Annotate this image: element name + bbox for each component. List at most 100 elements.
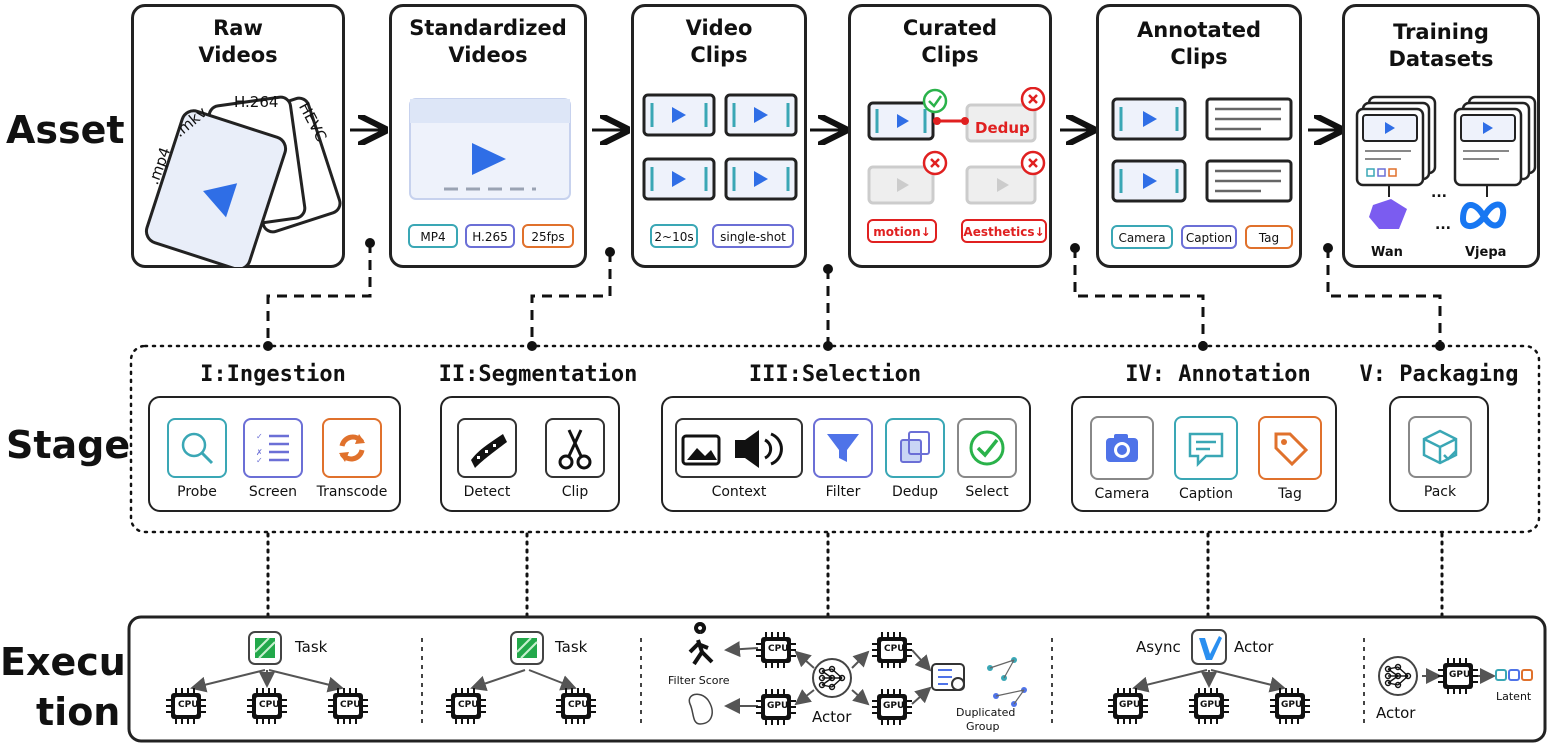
cpu-chip: CPU [178,700,199,710]
tool-probe: Probe [162,418,232,500]
model-vjepa: Vjepa [1465,245,1507,260]
refresh-icon [322,418,382,478]
tool-label: Caption [1178,486,1234,502]
stage-segmentation-box: Detect Clip [440,396,620,512]
stage-selection-box: Context Filter Dedup Select [661,396,1031,512]
actor-label: Actor [1234,638,1274,656]
gpu-chip: GPU [1119,700,1141,710]
stage-title-annotation: IV: Annotation [1125,362,1311,387]
tool-transcode: Transcode [310,418,394,500]
asset-curated-clips: Curated Clips Dedup motion↓ Aesthetics↓ [848,4,1052,268]
asset-title-2: Videos [198,43,278,67]
task-label: Task [555,638,588,656]
check-circle-icon [957,418,1017,478]
clip-grid-icon [642,93,798,201]
stage-packaging-box: Pack [1389,396,1489,512]
exec-arrows [190,641,1496,714]
tool-label: Transcode [316,484,388,500]
gpu-chip: GPU [883,701,905,711]
tool-label: Probe [177,484,217,500]
tool-dedup: Dedup [881,418,949,500]
tool-camera: Camera [1087,416,1157,502]
chip-single-shot: single-shot [712,224,794,248]
row-label-stage: Stage [6,423,131,467]
dataset-stack-icon [1355,95,1537,229]
format-h264: H.264 [234,93,279,111]
chip-25fps: 25fps [522,224,574,248]
tool-label: Clip [561,484,589,500]
tool-label: Context [711,484,767,500]
actor-label: Actor [1376,704,1416,722]
stage-annotation-box: Camera Caption Tag [1071,396,1337,512]
dotted-verticals [266,532,1444,619]
asset-title-2: Clips [921,43,979,67]
asset-standardized-videos: Standardized Videos MP4 H.265 25fps [389,4,587,268]
search-icon [167,418,227,478]
tool-label: Dedup [891,484,939,500]
cpu-chip: CPU [568,700,589,710]
tool-label: Camera [1094,486,1150,502]
dashed-connectors [266,243,1442,346]
asset-title-2: Videos [448,43,528,67]
asset-training-datasets: Training Datasets ... ... Wan Vjepa [1342,4,1540,268]
asset-title-1: Training [1393,20,1489,44]
chip-camera: Camera [1111,225,1173,249]
ellipsis-top: ... [1431,185,1447,201]
row-label-execution-1: Execu [0,640,126,684]
filter-score-label: Filter Score [668,674,730,687]
gpu-chip: GPU [1281,700,1303,710]
row-label-asset: Asset [6,108,125,152]
stage-title-segmentation: II:Segmentation [438,362,638,387]
svg-text:✓: ✓ [256,432,263,441]
exec-separators [421,638,1365,725]
actor-label: Actor [812,708,852,726]
chip-duration: 2~10s [650,224,698,248]
asset-title-1: Video [685,16,753,40]
execution-box [127,615,1547,743]
tool-screen: ✓✗✓ Screen [238,418,308,500]
asset-title-1: Standardized [409,16,567,40]
duplicated-label: Duplicated [956,706,1016,719]
curated-clip-grid [867,87,1046,205]
tool-label: Select [965,484,1009,500]
row-label-execution-2: tion [36,690,121,734]
tool-caption: Caption [1171,416,1241,502]
cpu-chip: CPU [259,700,280,710]
funnel-icon [813,418,873,478]
tool-filter: Filter [809,418,877,500]
tool-label: Detect [463,484,511,500]
chip-aesthetics: Aesthetics↓ [961,219,1047,243]
ellipsis-bottom: ... [1435,217,1451,233]
latent-label: Latent [1496,690,1532,703]
tool-label: Pack [1423,484,1457,500]
group-label: Group [966,720,1000,733]
chip-mp4: MP4 [408,224,458,248]
asset-annotated-clips: Annotated Clips Camera Caption Tag [1096,4,1302,268]
svg-text:✗: ✗ [256,448,263,457]
video-player-icon [409,98,571,200]
asset-title-2: Clips [1170,45,1228,69]
copy-icon [885,418,945,478]
tool-pack: Pack [1407,416,1473,500]
async-label: Async [1136,638,1181,656]
cpu-chip: CPU [340,700,361,710]
asset-raw-videos: Raw Videos .mp4 .mkv H.264 HEVC [131,4,345,268]
dedup-label: Dedup [975,119,1030,137]
package-icon [1408,416,1472,478]
stage-title-ingestion: I:Ingestion [200,362,346,387]
chip-tag: Tag [1245,225,1293,249]
asset-title-2: Clips [690,43,748,67]
gpu-chip: GPU [1200,700,1222,710]
annotated-clip-grid [1111,97,1293,203]
stage-region [129,344,1541,534]
tool-context: Context [673,418,805,500]
model-wan: Wan [1371,245,1403,260]
tool-clip: Clip [540,418,610,500]
tool-detect: Detect [452,418,522,500]
scissors-icon [545,418,605,478]
tool-tag: Tag [1255,416,1325,502]
svg-text:✓: ✓ [256,456,263,465]
chip-caption: Caption [1181,225,1237,249]
